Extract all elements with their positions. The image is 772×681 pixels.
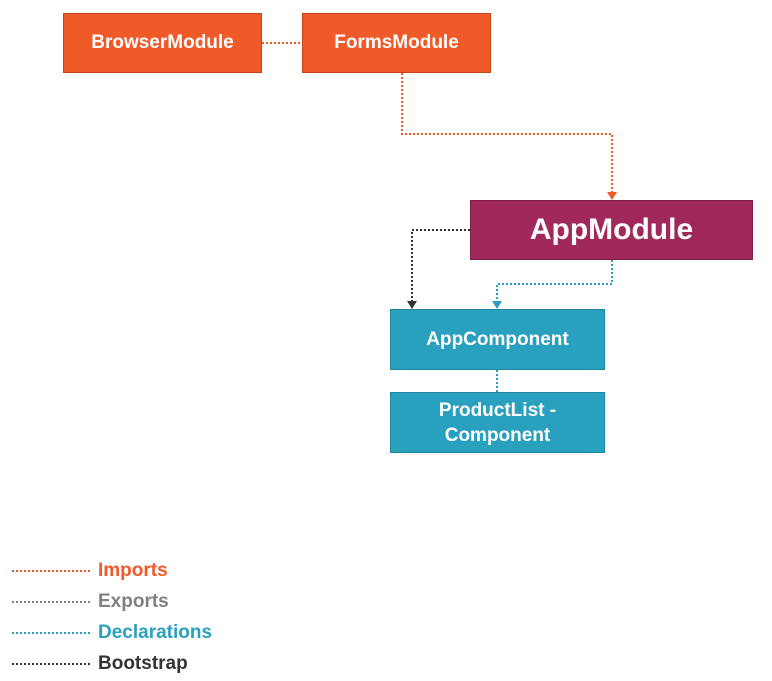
legend-line-exports bbox=[12, 600, 90, 603]
arrowhead-appmodule-import bbox=[607, 192, 617, 200]
connector-appmodule-bootstrap bbox=[411, 229, 470, 301]
legend-line-imports bbox=[12, 569, 90, 572]
forms-module-label: FormsModule bbox=[334, 32, 459, 53]
productlist-component-node: ProductList - Component bbox=[390, 392, 605, 453]
legend-item-imports: Imports bbox=[12, 555, 212, 586]
arrowhead-bootstrap bbox=[407, 301, 417, 309]
app-module-label: AppModule bbox=[529, 213, 694, 246]
legend-item-bootstrap: Bootstrap bbox=[12, 648, 212, 679]
browser-module-node: BrowserModule bbox=[63, 13, 262, 73]
legend-line-declarations bbox=[12, 631, 90, 634]
app-component-label: AppComponent bbox=[426, 329, 569, 350]
legend-label-bootstrap: Bootstrap bbox=[98, 652, 188, 674]
legend-label-exports: Exports bbox=[98, 590, 169, 612]
app-component-node: AppComponent bbox=[390, 309, 605, 370]
legend-line-bootstrap bbox=[12, 662, 90, 665]
legend-item-declarations: Declarations bbox=[12, 617, 212, 648]
legend-label-declarations: Declarations bbox=[98, 621, 213, 643]
productlist-component-label: ProductList - Component bbox=[438, 399, 557, 446]
browser-module-label: BrowserModule bbox=[91, 32, 234, 53]
legend-item-exports: Exports bbox=[12, 586, 212, 617]
legend-label-imports: Imports bbox=[98, 559, 168, 581]
arrowhead-declarations bbox=[492, 301, 502, 309]
legend: Imports Exports Declarations Bootstrap bbox=[12, 555, 212, 679]
forms-module-node: FormsModule bbox=[302, 13, 491, 73]
connector-forms-appmodule bbox=[401, 73, 613, 192]
connector-appmodule-declarations bbox=[496, 260, 613, 301]
app-module-node: AppModule bbox=[470, 200, 753, 260]
